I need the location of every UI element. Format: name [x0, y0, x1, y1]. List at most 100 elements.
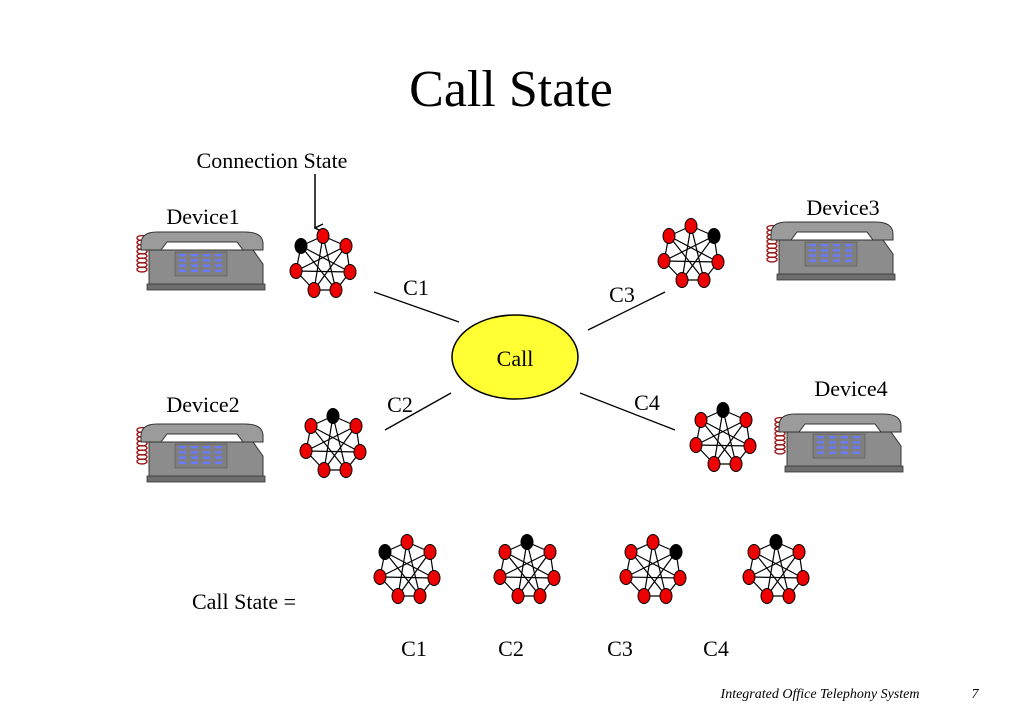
state-node — [624, 544, 638, 560]
active-state-node — [326, 408, 340, 424]
connection-state-label: Connection State — [197, 148, 348, 173]
state-transition — [766, 551, 800, 597]
state-transition — [681, 225, 692, 281]
key — [191, 456, 198, 459]
key — [203, 259, 210, 262]
state-transition — [305, 450, 361, 453]
state-transition — [643, 541, 654, 597]
state-node — [329, 282, 343, 298]
key — [821, 254, 828, 257]
state-transition — [310, 425, 347, 471]
state-transition — [695, 419, 747, 446]
cord-coil — [774, 448, 786, 455]
state-node — [307, 282, 321, 298]
key — [817, 436, 824, 439]
telephone-icon — [766, 221, 896, 281]
state-transition — [313, 235, 324, 291]
state-transition — [295, 270, 351, 273]
device1-label: Device1 — [166, 204, 239, 229]
state-transition — [504, 551, 541, 597]
key — [215, 461, 222, 464]
state-transition — [384, 551, 421, 597]
state-node — [493, 569, 507, 585]
connection-label-c2: C2 — [387, 392, 413, 417]
state-transition — [663, 235, 715, 262]
telephone-icon — [136, 231, 266, 291]
footer-text: Integrated Office Telephony System — [720, 687, 920, 702]
call-state-c2-label: C2 — [498, 636, 524, 661]
key — [809, 259, 816, 262]
key — [203, 446, 210, 449]
state-transition — [406, 541, 421, 597]
state-node — [353, 444, 367, 460]
state-transition — [397, 551, 431, 597]
phone-foot — [784, 465, 904, 473]
state-transition — [775, 541, 790, 597]
page-number: 7 — [972, 687, 980, 702]
key — [203, 451, 210, 454]
state-transition — [323, 425, 357, 471]
connection-line-c4 — [579, 392, 676, 431]
key — [817, 451, 824, 454]
key — [817, 441, 824, 444]
state-node — [694, 412, 708, 428]
state-transition — [630, 551, 681, 579]
state-node — [423, 544, 437, 560]
state-node — [427, 570, 441, 586]
state-node — [413, 588, 427, 604]
key — [809, 249, 816, 252]
cord-coil — [136, 458, 148, 465]
state-transition — [384, 551, 435, 579]
key — [191, 259, 198, 262]
state-transition — [295, 245, 347, 272]
key — [203, 269, 210, 272]
key — [215, 451, 222, 454]
state-node — [707, 456, 721, 472]
key — [179, 451, 186, 454]
connection-label-c1: C1 — [403, 275, 429, 300]
call-state-c4-label: C4 — [703, 636, 729, 661]
key — [179, 259, 186, 262]
state-transition — [517, 551, 551, 597]
state-transition — [379, 576, 435, 579]
key — [809, 244, 816, 247]
key — [215, 254, 222, 257]
state-node — [697, 272, 711, 288]
state-node — [339, 462, 353, 478]
key — [829, 436, 836, 439]
key — [191, 254, 198, 257]
key — [853, 436, 860, 439]
state-transition — [643, 551, 677, 597]
key — [853, 441, 860, 444]
phone-foot — [776, 273, 896, 281]
state-node — [792, 544, 806, 560]
state-node — [684, 218, 698, 234]
state-node — [316, 228, 330, 244]
state-node — [729, 456, 743, 472]
state-node — [498, 544, 512, 560]
state-transition — [663, 260, 719, 263]
key — [841, 446, 848, 449]
active-state-node — [716, 402, 730, 418]
call-ellipse — [451, 314, 579, 400]
state-transition — [322, 235, 337, 291]
device2-label: Device2 — [166, 392, 239, 417]
state-transition — [300, 245, 351, 273]
state-transition — [313, 245, 347, 291]
connection-label-c4: C4 — [634, 390, 660, 415]
key — [829, 451, 836, 454]
state-transition — [748, 551, 800, 578]
state-transition — [305, 425, 357, 452]
key — [179, 254, 186, 257]
state-node — [675, 272, 689, 288]
phone-foot — [146, 283, 266, 291]
state-transition — [379, 551, 431, 578]
state-transition — [625, 551, 677, 578]
key — [191, 446, 198, 449]
phone-foot — [146, 475, 266, 483]
call-state-c1-label: C1 — [401, 636, 427, 661]
state-transition — [517, 541, 528, 597]
call-state-c3-icon — [619, 534, 687, 604]
state-transition — [766, 541, 777, 597]
state-transition — [713, 419, 747, 465]
